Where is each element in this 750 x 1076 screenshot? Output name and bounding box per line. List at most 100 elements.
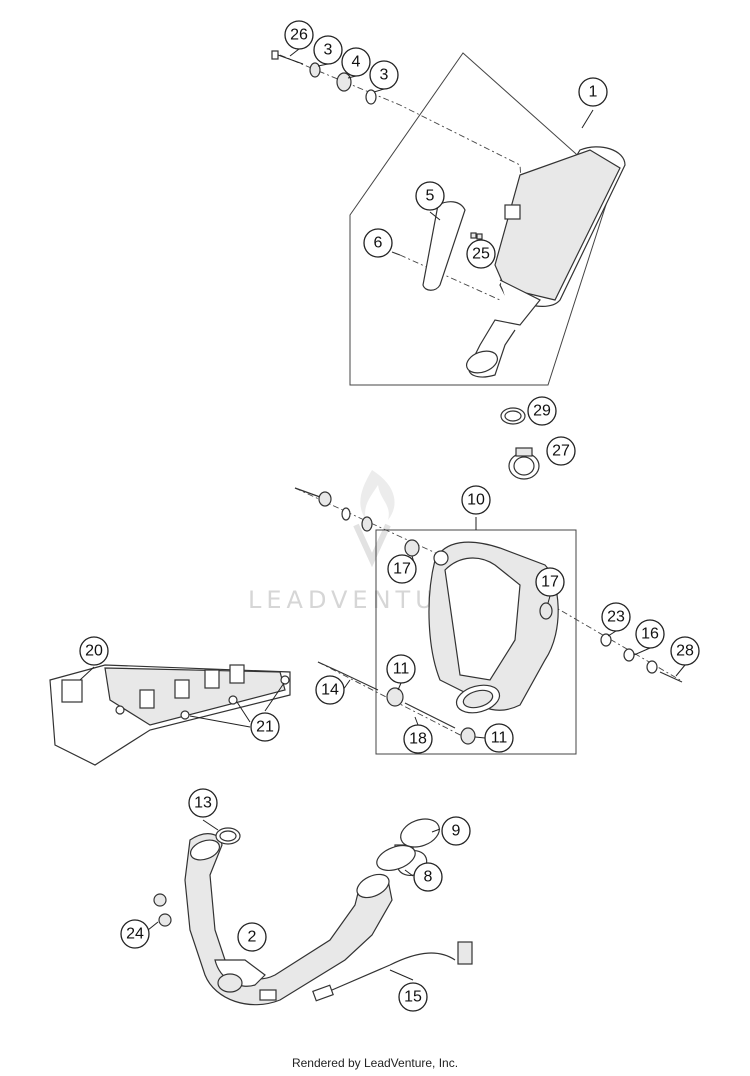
callout-circle bbox=[341, 47, 371, 77]
callout-13[interactable]: 13 bbox=[188, 788, 218, 818]
callout-17[interactable]: 17 bbox=[535, 567, 565, 597]
callout-label: 20 bbox=[85, 643, 103, 660]
callout-24[interactable]: 24 bbox=[120, 919, 150, 949]
callout-25[interactable]: 25 bbox=[466, 239, 496, 269]
callout-4[interactable]: 4 bbox=[341, 47, 371, 77]
callout-circle bbox=[237, 922, 267, 952]
callout-circle bbox=[415, 181, 445, 211]
callout-20[interactable]: 20 bbox=[79, 636, 109, 666]
callout-28[interactable]: 28 bbox=[670, 636, 700, 666]
callout-circle bbox=[398, 982, 428, 1012]
callout-label: 1 bbox=[589, 84, 598, 101]
callout-circle bbox=[546, 436, 576, 466]
callout-label: 23 bbox=[607, 609, 625, 626]
callout-5[interactable]: 5 bbox=[415, 181, 445, 211]
callout-circle bbox=[386, 654, 416, 684]
callout-label: 29 bbox=[533, 403, 551, 420]
callout-label: 21 bbox=[256, 719, 274, 736]
callout-11[interactable]: 11 bbox=[386, 654, 416, 684]
callout-label: 18 bbox=[409, 731, 427, 748]
callout-2[interactable]: 2 bbox=[237, 922, 267, 952]
callout-circle bbox=[387, 554, 417, 584]
callout-circle bbox=[484, 723, 514, 753]
callout-circle bbox=[527, 396, 557, 426]
callout-circle bbox=[403, 724, 433, 754]
callout-3[interactable]: 3 bbox=[313, 35, 343, 65]
callout-14[interactable]: 14 bbox=[315, 675, 345, 705]
footer-credit: Rendered by LeadVenture, Inc. bbox=[292, 1056, 458, 1070]
callout-circle bbox=[284, 20, 314, 50]
muffler-body bbox=[465, 146, 626, 378]
callout-label: 14 bbox=[321, 682, 339, 699]
callout-label: 24 bbox=[126, 926, 144, 943]
callout-26[interactable]: 26 bbox=[284, 20, 314, 50]
callout-circle bbox=[578, 77, 608, 107]
callout-label: 11 bbox=[491, 730, 508, 747]
callout-label: 17 bbox=[393, 561, 411, 578]
callout-circle bbox=[670, 636, 700, 666]
callout-circle bbox=[635, 619, 665, 649]
callout-label: 5 bbox=[426, 188, 435, 205]
muffler-group bbox=[271, 48, 626, 386]
callout-label: 9 bbox=[452, 823, 461, 840]
callout-label: 8 bbox=[424, 869, 433, 886]
callout-27[interactable]: 27 bbox=[546, 436, 576, 466]
callout-10[interactable]: 10 bbox=[461, 485, 491, 515]
callout-circle bbox=[188, 788, 218, 818]
gasket-13 bbox=[202, 819, 241, 845]
washer-3b bbox=[365, 89, 377, 105]
muffler-frame bbox=[349, 52, 613, 386]
callout-16[interactable]: 16 bbox=[635, 619, 665, 649]
callout-circle bbox=[79, 636, 109, 666]
callout-circle bbox=[369, 60, 399, 90]
header-pipe bbox=[147, 833, 393, 1006]
callout-label: 27 bbox=[552, 443, 570, 460]
callout-circle bbox=[441, 816, 471, 846]
heat-shield-bracket bbox=[49, 664, 291, 766]
callout-circle bbox=[461, 485, 491, 515]
washer-3 bbox=[309, 62, 321, 78]
gasket-and-clamp bbox=[500, 407, 540, 480]
callout-label: 26 bbox=[290, 27, 308, 44]
callout-label: 15 bbox=[404, 989, 422, 1006]
callout-label: 10 bbox=[467, 492, 485, 509]
gasket-8 bbox=[376, 845, 416, 877]
callout-circle bbox=[466, 239, 496, 269]
callout-21[interactable]: 21 bbox=[250, 712, 280, 742]
callout-circle bbox=[413, 862, 443, 892]
callout-label: 11 bbox=[393, 661, 410, 678]
callout-17[interactable]: 17 bbox=[387, 554, 417, 584]
callout-1[interactable]: 1 bbox=[578, 77, 608, 107]
callout-29[interactable]: 29 bbox=[527, 396, 557, 426]
callout-label: 17 bbox=[541, 574, 559, 591]
callout-6[interactable]: 6 bbox=[363, 228, 393, 258]
callout-label: 25 bbox=[472, 246, 490, 263]
callout-9[interactable]: 9 bbox=[441, 816, 471, 846]
pre-muffler-group bbox=[294, 487, 686, 755]
callout-8[interactable]: 8 bbox=[413, 862, 443, 892]
callout-label: 3 bbox=[380, 67, 389, 84]
rubber-bushing-4 bbox=[336, 72, 352, 92]
callout-18[interactable]: 18 bbox=[403, 724, 433, 754]
callout-label: 16 bbox=[641, 626, 659, 643]
callout-3[interactable]: 3 bbox=[369, 60, 399, 90]
callout-label: 3 bbox=[324, 42, 333, 59]
callout-circle bbox=[250, 712, 280, 742]
callout-label: 28 bbox=[676, 643, 694, 660]
callout-circle bbox=[315, 675, 345, 705]
callout-circle bbox=[535, 567, 565, 597]
callout-23[interactable]: 23 bbox=[601, 602, 631, 632]
bolt-26 bbox=[271, 50, 304, 65]
callout-circle bbox=[363, 228, 393, 258]
heat-shield-5 bbox=[422, 201, 466, 291]
callout-circle bbox=[120, 919, 150, 949]
callout-15[interactable]: 15 bbox=[398, 982, 428, 1012]
callout-11[interactable]: 11 bbox=[484, 723, 514, 753]
lambda-sensor-15 bbox=[312, 941, 473, 1002]
callout-circle bbox=[601, 602, 631, 632]
callout-label: 13 bbox=[194, 795, 212, 812]
callout-label: 2 bbox=[248, 929, 257, 946]
callout-label: 6 bbox=[374, 235, 383, 252]
